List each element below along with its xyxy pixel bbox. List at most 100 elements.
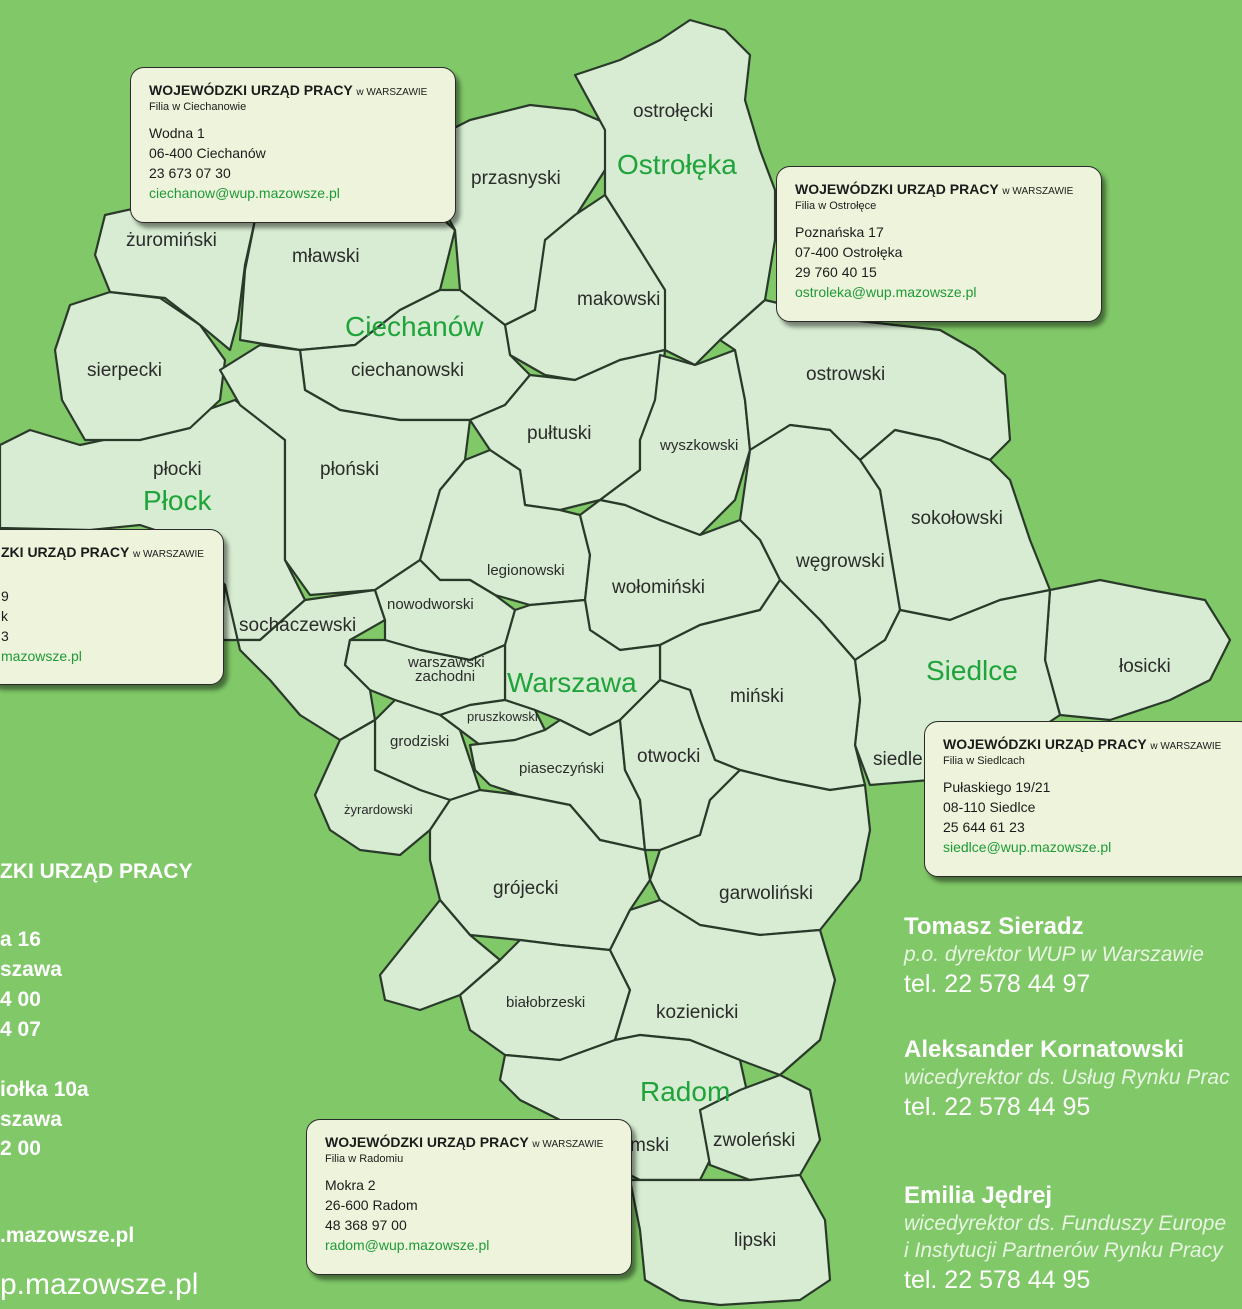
city-label-radom: Radom xyxy=(640,1076,730,1107)
person-vice-director-2: Emilia Jędrej wicedyrektor ds. Funduszy … xyxy=(904,1182,1226,1296)
city-label-siedlce: Siedlce xyxy=(926,655,1018,686)
county-label-grodziski: grodziski xyxy=(390,733,449,750)
city-label-ciechanow: Ciechanów xyxy=(345,311,484,342)
county-label-mlawski: mławski xyxy=(292,246,360,267)
card-street: Wodna 1 xyxy=(149,125,205,141)
card-branch: Filia w Ciechanowie xyxy=(149,101,247,113)
city-label-plock: Płock xyxy=(143,485,212,516)
person-phone: tel. 22 578 44 95 xyxy=(904,1266,1091,1294)
county-shape-losicki xyxy=(1043,578,1232,722)
card-phone: 25 644 61 23 xyxy=(943,819,1025,835)
hq-title: ZKI URZĄD PRACY xyxy=(0,860,193,883)
hq-line-1: a 16 xyxy=(0,928,41,951)
hq-website-link[interactable]: .mazowsze.pl xyxy=(0,1224,135,1247)
card-org: WOJEWÓDZKI URZĄD PRACY w WARSZAWIE xyxy=(149,82,428,98)
county-label-plonski: płoński xyxy=(320,459,379,480)
card-org: ZKI URZĄD PRACY w WARSZAWIE xyxy=(1,544,204,560)
county-label-legionowski: legionowski xyxy=(487,562,565,579)
person-vice-director-1: Aleksander Kornatowski wicedyrektor ds. … xyxy=(904,1036,1230,1123)
county-label-bialobrzeski: białobrzeski xyxy=(506,994,585,1011)
county-label-pultuski: pułtuski xyxy=(527,423,591,444)
hq-line-5: iołka 10a xyxy=(0,1078,89,1101)
county-label-makowski: makowski xyxy=(577,289,660,310)
county-label-minski: miński xyxy=(730,686,784,707)
county-labels: żuromiński mławski przasnyski ostrołęcki… xyxy=(87,101,1171,1251)
card-email-link[interactable]: mazowsze.pl xyxy=(1,648,82,664)
county-label-losicki: łosicki xyxy=(1119,656,1171,677)
person-role: p.o. dyrektor WUP w Warszawie xyxy=(904,943,1204,966)
card-street: 9 xyxy=(1,588,9,604)
card-email-link[interactable]: ciechanow@wup.mazowsze.pl xyxy=(149,185,340,201)
county-label-ostrolecki: ostrołęcki xyxy=(633,101,713,122)
county-label-sokolowski: sokołowski xyxy=(911,508,1003,529)
county-label-zyrardowski: żyrardowski xyxy=(344,802,413,817)
county-label-ostrowski: ostrowski xyxy=(806,364,885,385)
card-city: k xyxy=(1,608,8,624)
person-phone: tel. 22 578 44 97 xyxy=(904,970,1091,998)
county-label-warszawski-zachodni-2: zachodni xyxy=(415,668,475,685)
county-label-zurominski: żuromiński xyxy=(126,230,217,251)
card-city: 06-400 Ciechanów xyxy=(149,145,266,161)
person-name: Aleksander Kornatowski xyxy=(904,1036,1185,1063)
card-branch: Filia w Ostrołęce xyxy=(795,200,877,212)
card-branch xyxy=(1,563,205,576)
county-label-ciechanowski: ciechanowski xyxy=(351,360,464,381)
county-label-warszawski-zachodni-1: warszawski xyxy=(407,654,485,671)
card-phone: 48 368 97 00 xyxy=(325,1217,407,1233)
office-card-ciechanow: WOJEWÓDZKI URZĄD PRACY w WARSZAWIE Filia… xyxy=(130,67,456,223)
city-label-warszawa: Warszawa xyxy=(507,667,637,698)
hq-email-link[interactable]: p.mazowsze.pl xyxy=(0,1268,199,1301)
office-card-radom: WOJEWÓDZKI URZĄD PRACY w WARSZAWIE Filia… xyxy=(306,1119,632,1275)
county-shape-zwolenski xyxy=(698,1073,822,1182)
county-label-przasnyski: przasnyski xyxy=(471,168,561,189)
card-street: Mokra 2 xyxy=(325,1177,376,1193)
county-label-zwolenski: zwoleński xyxy=(713,1130,795,1151)
card-org: WOJEWÓDZKI URZĄD PRACY w WARSZAWIE xyxy=(325,1134,604,1150)
card-city: 26-600 Radom xyxy=(325,1197,418,1213)
county-label-grojecki: grójecki xyxy=(493,878,558,899)
card-city: 07-400 Ostrołęka xyxy=(795,244,903,260)
card-email-link[interactable]: radom@wup.mazowsze.pl xyxy=(325,1237,490,1253)
hq-line-7: 2 00 xyxy=(0,1137,41,1160)
hq-line-3: 4 00 xyxy=(0,988,41,1011)
card-email-link[interactable]: ostroleka@wup.mazowsze.pl xyxy=(795,284,977,300)
hq-line-4: 4 07 xyxy=(0,1018,41,1041)
county-label-plocki: płocki xyxy=(153,459,202,480)
city-label-ostroleka: Ostrołęka xyxy=(617,149,737,180)
card-org: WOJEWÓDZKI URZĄD PRACY w WARSZAWIE xyxy=(943,736,1222,752)
county-label-otwocki: otwocki xyxy=(637,746,700,767)
county-label-sochaczewski: sochaczewski xyxy=(239,615,356,636)
person-phone: tel. 22 578 44 95 xyxy=(904,1093,1091,1121)
card-phone: 29 760 40 15 xyxy=(795,264,877,280)
person-role: wicedyrektor ds. Usług Rynku Prac xyxy=(904,1066,1230,1089)
card-branch: Filia w Siedlcach xyxy=(943,755,1025,767)
county-label-piaseczynski: piaseczyński xyxy=(519,760,604,777)
county-label-radomski: mski xyxy=(630,1135,669,1156)
hq-line-6: szawa xyxy=(0,1108,62,1131)
card-city: 08-110 Siedlce xyxy=(943,799,1036,815)
person-name: Tomasz Sieradz xyxy=(904,913,1084,940)
office-card-plock: ZKI URZĄD PRACY w WARSZAWIE 9 k 3 mazows… xyxy=(0,529,224,685)
card-phone: 23 673 07 30 xyxy=(149,165,231,181)
person-director: Tomasz Sieradz p.o. dyrektor WUP w Warsz… xyxy=(904,913,1204,1000)
person-name: Emilia Jędrej xyxy=(904,1182,1053,1209)
county-label-wegrowski: węgrowski xyxy=(795,551,885,572)
county-label-nowodworski: nowodworski xyxy=(387,596,474,613)
city-labels: Ostrołęka Ciechanów Płock Warszawa Siedl… xyxy=(143,149,1018,1107)
card-street: Poznańska 17 xyxy=(795,224,884,240)
county-label-wolominski: wołomiński xyxy=(611,577,705,598)
county-label-wyszkowski: wyszkowski xyxy=(659,437,738,454)
county-label-lipski: lipski xyxy=(734,1230,776,1251)
card-phone: 3 xyxy=(1,628,9,644)
county-shape-west-edge xyxy=(378,898,502,1012)
card-branch: Filia w Radomiu xyxy=(325,1153,404,1165)
county-label-siedlecki: siedle xyxy=(873,749,923,770)
county-label-sierpecki: sierpecki xyxy=(87,360,162,381)
card-email-link[interactable]: siedlce@wup.mazowsze.pl xyxy=(943,839,1112,855)
county-label-pruszkowski: pruszkowski xyxy=(467,709,538,724)
card-org: WOJEWÓDZKI URZĄD PRACY w WARSZAWIE xyxy=(795,181,1074,197)
county-shape-lipski xyxy=(628,1173,832,1307)
person-role-line-2: i Instytucji Partnerów Rynku Pracy xyxy=(904,1239,1223,1262)
county-label-garwolinski: garwoliński xyxy=(719,883,813,904)
hq-line-2: szawa xyxy=(0,958,62,981)
